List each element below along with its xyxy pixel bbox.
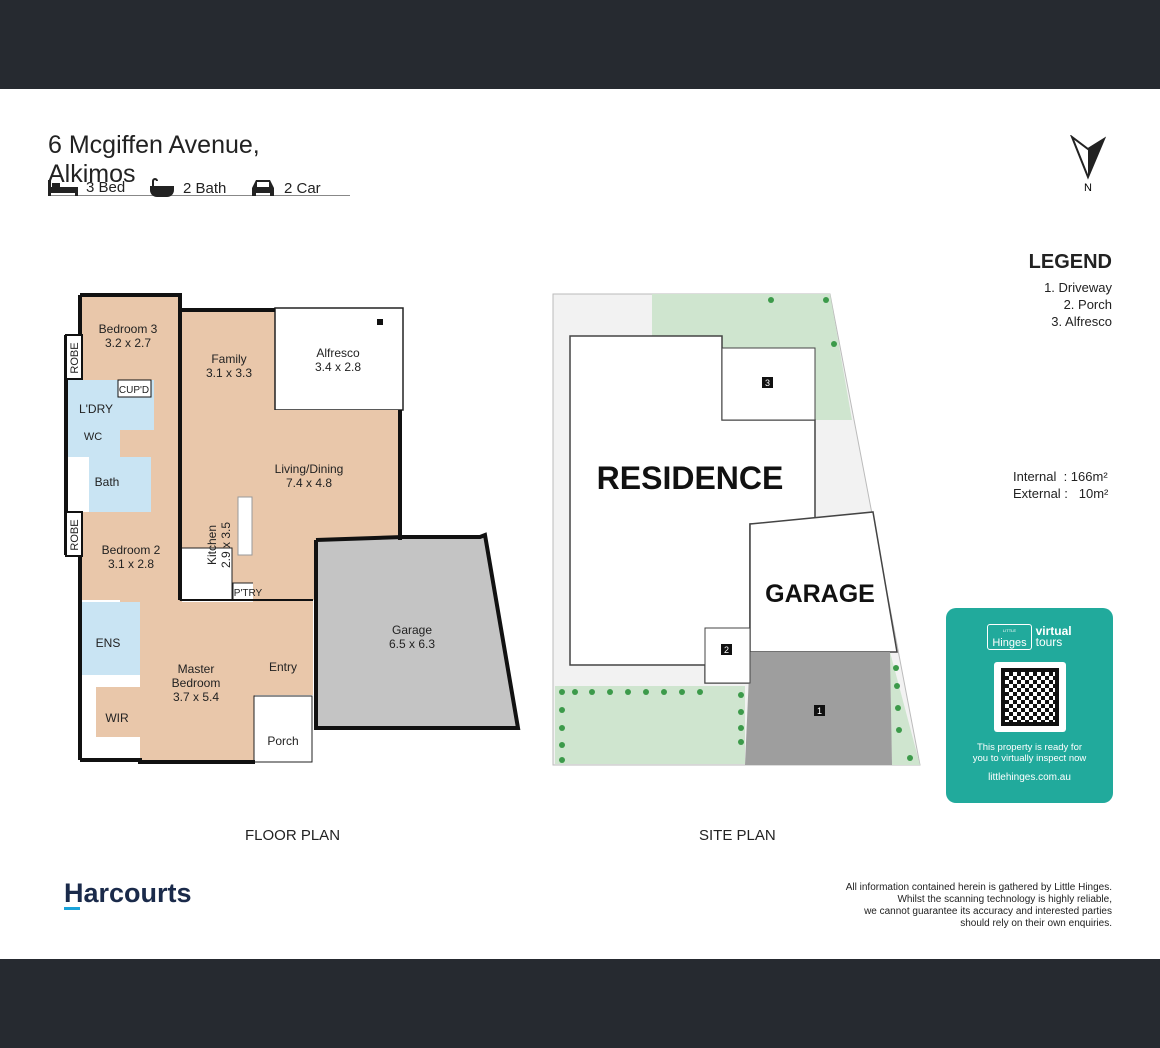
internal-area: Internal : 166m² [1013,469,1108,484]
room-living-dining [180,410,400,540]
address-title: 6 Mcgiffen Avenue, Alkimos [48,131,350,196]
svg-text:N: N [1084,182,1092,193]
card-url[interactable]: littlehinges.com.au [988,772,1071,783]
bath-icon [150,178,174,197]
label-alfresco: Alfresco [316,346,360,360]
room-ensuite [82,602,140,675]
residence-label: RESIDENCE [597,460,784,496]
dims-master: 3.7 x 5.4 [173,690,219,704]
floor-plan-label: FLOOR PLAN [245,827,341,844]
label-bedroom-3: Bedroom 3 [99,322,158,336]
label-bath: Bath [95,475,120,489]
label-entry: Entry [269,660,297,674]
dims-alfresco: 3.4 x 2.8 [315,360,361,374]
garden-rear [652,294,852,420]
top-bar [0,0,1160,89]
room-bedroom-2 [80,512,180,600]
label-garage: Garage [392,623,432,637]
marker-1 [814,705,825,716]
dims-family: 3.1 x 3.3 [206,366,252,380]
dims-living: 7.4 x 4.8 [286,476,332,490]
floor-plan: Bedroom 3 3.2 x 2.7 Family 3.1 x 3.3 Alf… [64,293,521,764]
room-family [180,310,275,412]
label-pantry: P'TRY [234,588,263,599]
label-bedroom-2: Bedroom 2 [102,543,161,557]
room-porch [253,695,313,763]
bed-feature: 3 Bed [48,178,125,196]
legend-item-porch: 2. Porch [1063,297,1112,312]
bottom-bar [0,959,1160,1048]
label-robe-1: ROBE [69,342,81,373]
label-kitchen: Kitchen [205,525,219,565]
car-count: 2 Car [284,179,321,197]
legend-item-driveway: 1. Driveway [1044,280,1112,295]
label-master: Master [178,662,215,676]
label-porch: Porch [267,734,298,748]
bath-feature: 2 Bath [149,178,226,198]
car-icon [252,180,274,196]
garage-outline [749,511,898,653]
label-living: Living/Dining [275,462,344,476]
label-laundry: L'DRY [79,402,113,416]
legend-item-alfresco: 3. Alfresco [1051,314,1112,329]
dims-bedroom-3: 3.2 x 2.7 [105,336,151,350]
legend-title: LEGEND [1028,251,1112,273]
site-plan-label: SITE PLAN [699,827,776,844]
dims-bedroom-2: 3.1 x 2.8 [108,557,154,571]
label-family: Family [211,352,246,366]
qr-code[interactable] [993,662,1066,732]
bed-icon [48,180,78,196]
garage-site-label: GARAGE [765,580,875,608]
disclaimer: All information contained herein is gath… [845,882,1112,929]
marker-2 [721,644,732,655]
room-wc [66,430,120,457]
label-ensuite: ENS [96,636,121,650]
card-text-1: This property is ready for [976,742,1083,753]
bed-count: 3 Bed [86,178,126,196]
room-garage [316,535,518,728]
svg-text:1: 1 [817,706,822,716]
car-feature: 2 Car [250,178,321,198]
garden-front [555,686,745,764]
card-text-2: you to virtually inspect now [972,753,1087,764]
harcourts-logo: Harcourts [64,878,192,910]
room-entry [253,560,313,695]
label-master-2: Bedroom [172,676,221,690]
room-wir [96,687,140,737]
room-bath [89,457,151,512]
svg-text:3: 3 [765,378,770,388]
room-bedroom-3 [80,295,180,380]
dims-kitchen: 2.9 x 3.5 [219,522,233,568]
room-master-bedroom [140,602,255,762]
site-plan: 3 2 1 RESIDENCE GARAGE [552,293,921,766]
marker-3 [762,377,773,388]
label-wir: WIR [105,711,129,725]
external-area: External : 10m² [1013,486,1109,501]
dims-garage: 6.5 x 6.3 [389,637,435,651]
north-arrow-icon: N [1070,135,1107,193]
bath-count: 2 Bath [183,179,227,197]
label-robe-2: ROBE [69,519,81,550]
svg-text:2: 2 [724,645,729,655]
label-cupd: CUP'D [119,385,149,396]
label-wc: WC [84,431,102,443]
